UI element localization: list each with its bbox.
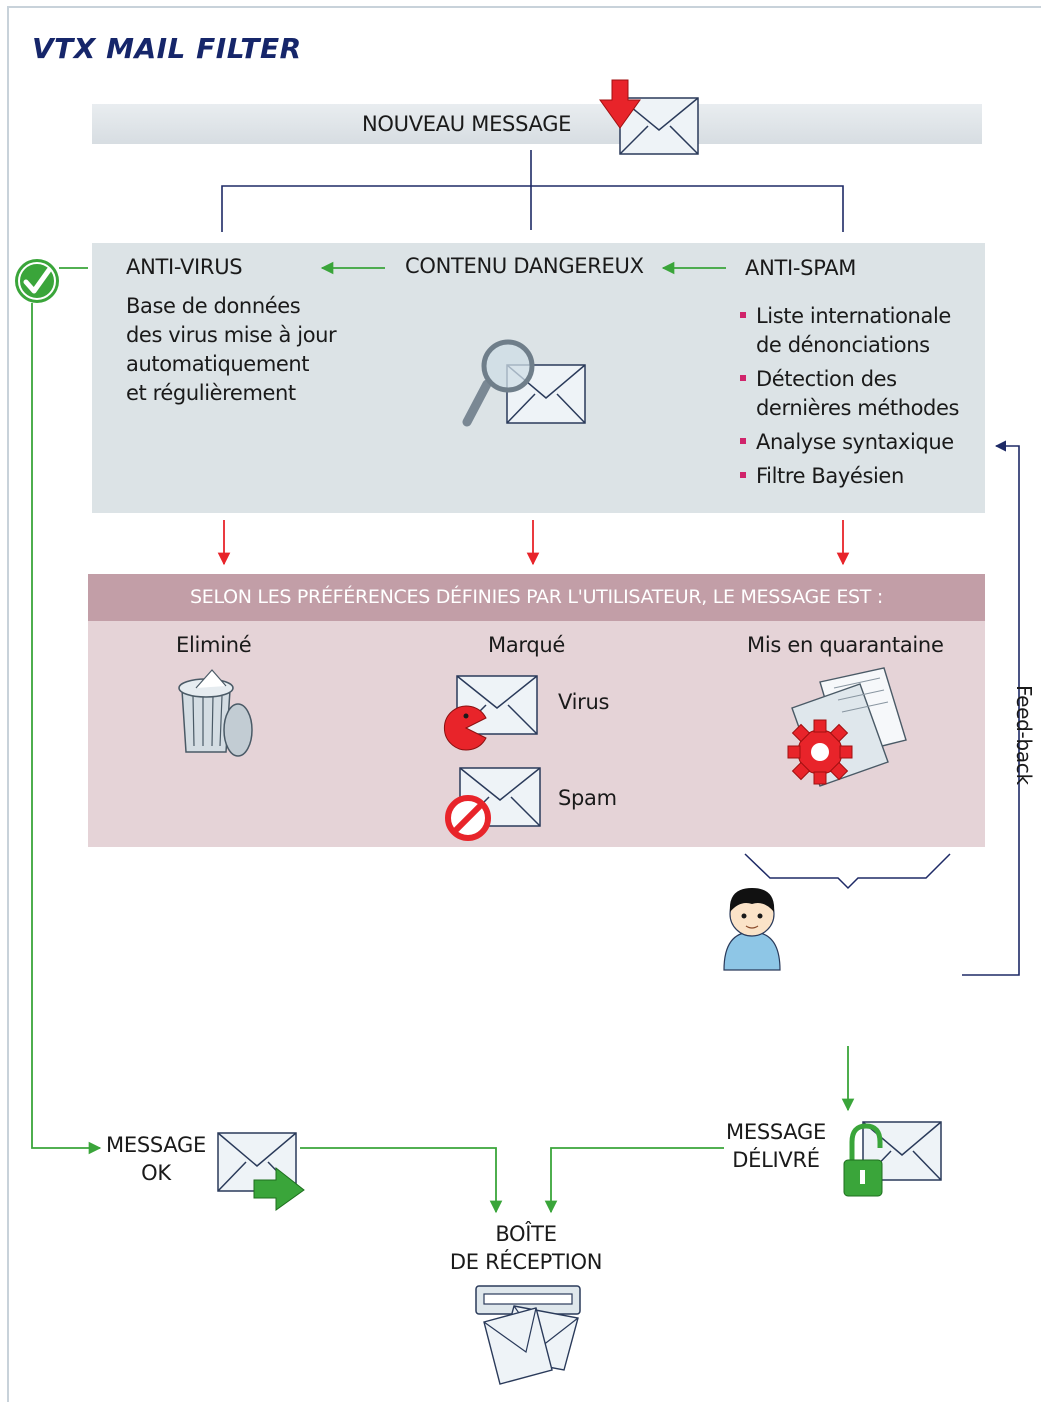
user-avatar-icon [723, 888, 781, 971]
quarantine-brace [744, 853, 951, 890]
antivirus-line: et régulièrement [126, 381, 296, 405]
antispam-item-text: Liste internationale [756, 304, 951, 328]
dangerous-content-label: CONTENU DANGEREUX [405, 254, 644, 278]
bullet-icon [740, 472, 746, 478]
ok-path-line [31, 303, 102, 1155]
message-delivered-line: DÉLIVRÉ [732, 1148, 820, 1172]
message-ok-line: MESSAGE [106, 1133, 206, 1157]
antispam-item-text-cont: de dénonciations [756, 333, 930, 357]
preferences-header-text: SELON LES PRÉFÉRENCES DÉFINIES PAR L'UTI… [190, 586, 883, 608]
no-entry-icon [445, 795, 491, 841]
inbox-line: BOÎTE [495, 1222, 557, 1246]
antispam-label: ANTI-SPAM [745, 256, 857, 280]
feedback-label: Feed-back [1012, 685, 1036, 785]
antispam-item: Analyse syntaxique [740, 428, 959, 457]
new-message-band [92, 104, 982, 144]
down-arrow-icon [599, 79, 641, 129]
gear-icon [787, 719, 853, 785]
bullet-icon [740, 312, 746, 318]
diagram-title: VTX MAIL FILTER [32, 32, 302, 65]
pacman-icon [443, 705, 487, 751]
message-delivered-label: MESSAGE DÉLIVRÉ [718, 1120, 834, 1172]
inbox-line: DE RÉCEPTION [449, 1250, 603, 1274]
feedback-line [962, 440, 1020, 976]
outcome-marked-label: Marqué [488, 633, 566, 657]
inbox-label: BOÎTE DE RÉCEPTION [436, 1222, 616, 1274]
outcome-quarantine-label: Mis en quarantaine [747, 633, 944, 657]
magnifier-icon [462, 339, 535, 427]
antivirus-description: Base de données des virus mise à jour au… [126, 292, 337, 408]
antispam-item-text: Filtre Bayésien [756, 464, 904, 488]
antispam-item: Filtre Bayésien [740, 462, 959, 491]
message-ok-line: OK [141, 1161, 171, 1185]
spam-label: Spam [558, 786, 617, 810]
virus-label: Virus [558, 690, 610, 714]
antivirus-label: ANTI-VIRUS [126, 255, 243, 279]
antispam-item-text-cont: dernières méthodes [756, 396, 960, 420]
right-arrow-icon [253, 1166, 305, 1211]
inbox-tray-icon [475, 1285, 581, 1385]
delivered-to-inbox-line [544, 1147, 724, 1214]
antispam-item-text: Détection des [756, 367, 897, 391]
preferences-header-band [88, 574, 985, 621]
branch-lines [221, 150, 844, 232]
ok-to-inbox-line [300, 1147, 503, 1214]
antispam-list: Liste internationale de dénonciations Dé… [740, 302, 959, 491]
padlock-open-icon [843, 1123, 883, 1197]
antispam-item: Détection des [740, 365, 959, 394]
diagram-frame [7, 6, 1041, 1402]
antivirus-line: des virus mise à jour [126, 323, 337, 347]
trash-can-icon [178, 669, 253, 757]
outcome-eliminated-label: Eliminé [176, 633, 252, 657]
bullet-icon [740, 438, 746, 444]
message-delivered-line: MESSAGE [726, 1120, 826, 1144]
check-circle-icon [15, 259, 59, 303]
antispam-item: Liste internationale [740, 302, 959, 331]
bullet-icon [740, 375, 746, 381]
message-ok-label: MESSAGE OK [100, 1133, 212, 1185]
antispam-item-text: Analyse syntaxique [756, 430, 954, 454]
antivirus-line: Base de données [126, 294, 301, 318]
antivirus-line: automatiquement [126, 352, 310, 376]
new-message-label: NOUVEAU MESSAGE [362, 112, 572, 136]
